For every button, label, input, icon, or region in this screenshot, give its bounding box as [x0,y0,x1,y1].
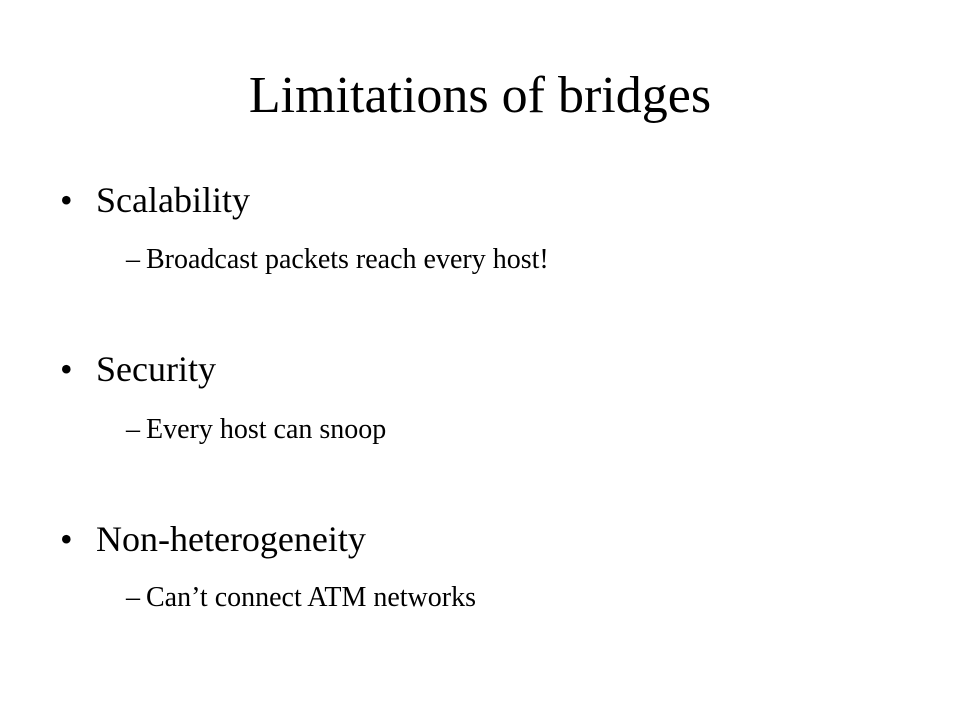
bullet-item-non-heterogeneity: • Non-heterogeneity [60,517,366,561]
sub-item-text: Can’t connect ATM networks [146,582,476,613]
sub-item-text: Broadcast packets reach every host! [146,244,549,275]
sub-item-broadcast: –Broadcast packets reach every host! [126,242,549,278]
bullet-dot-icon: • [60,349,73,389]
bullet-dot-icon: • [60,180,73,220]
bullet-text: Non-heterogeneity [96,519,366,559]
dash-icon: – [126,414,140,445]
bullet-text: Security [96,349,216,389]
dash-icon: – [126,244,140,275]
sub-item-text: Every host can snoop [146,414,387,445]
dash-icon: – [126,582,140,613]
sub-item-atm: –Can’t connect ATM networks [126,580,476,616]
slide-title: Limitations of bridges [248,67,712,124]
bullet-dot-icon: • [60,519,73,559]
bullet-item-security: • Security [60,347,216,391]
sub-item-snoop: –Every host can snoop [126,412,386,448]
bullet-item-scalability: • Scalability [60,178,250,222]
bullet-text: Scalability [96,180,250,220]
